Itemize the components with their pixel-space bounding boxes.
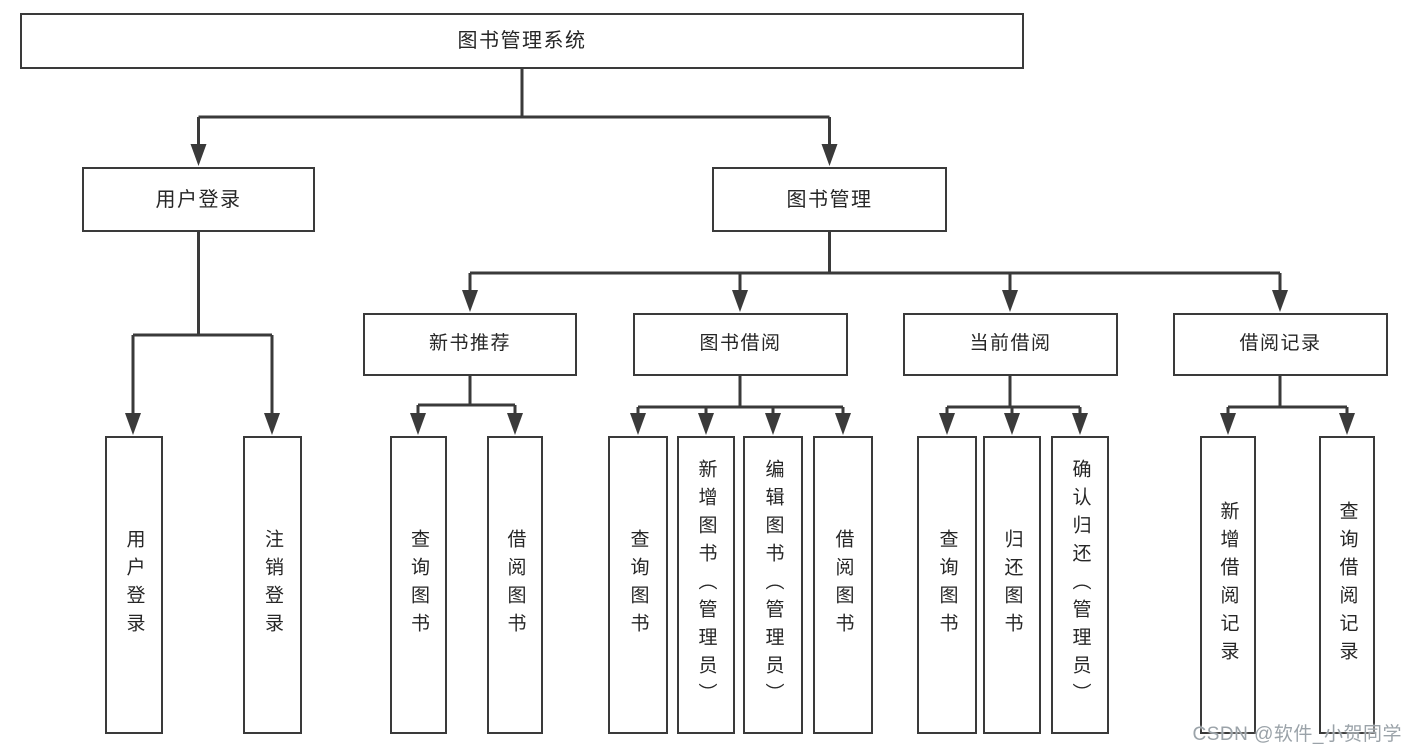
leaf-cb-query-books-label: 查询图书	[936, 529, 958, 641]
leaf-bb-edit-books-admin: 编辑图书（管理员）	[743, 436, 803, 734]
leaf-nbr-borrow-books: 借阅图书	[487, 436, 543, 734]
leaf-br-query-record-label: 查询借阅记录	[1336, 501, 1358, 669]
leaf-logout-login-label: 注销登录	[262, 529, 283, 641]
leaf-cb-return-books-label: 归还图书	[1001, 529, 1023, 641]
leaf-nbr-borrow-books-label: 借阅图书	[504, 529, 526, 641]
leaf-bb-edit-books-admin-label: 编辑图书（管理员）	[762, 459, 784, 711]
leaf-br-add-record: 新增借阅记录	[1200, 436, 1256, 734]
node-borrow-records-label: 借阅记录	[1239, 333, 1322, 355]
node-book-borrow: 图书借阅	[633, 313, 848, 376]
leaf-bb-borrow-books: 借阅图书	[813, 436, 873, 734]
node-root: 图书管理系统	[20, 13, 1024, 69]
leaf-logout-login: 注销登录	[243, 436, 302, 734]
leaf-nbr-query-books: 查询图书	[390, 436, 447, 734]
node-current-borrow-label: 当前借阅	[969, 333, 1052, 355]
leaf-cb-return-books: 归还图书	[983, 436, 1041, 734]
node-book-management-label: 图书管理	[786, 188, 873, 211]
leaf-bb-query-books: 查询图书	[608, 436, 668, 734]
node-user-login: 用户登录	[82, 167, 315, 232]
node-current-borrow: 当前借阅	[903, 313, 1118, 376]
leaf-cb-confirm-return-admin: 确认归还（管理员）	[1051, 436, 1109, 734]
leaf-br-query-record: 查询借阅记录	[1319, 436, 1375, 734]
node-borrow-records: 借阅记录	[1173, 313, 1388, 376]
node-new-book-recommend-label: 新书推荐	[428, 333, 511, 355]
watermark: CSDN @软件_小贺同学	[1192, 724, 1402, 745]
leaf-nbr-query-books-label: 查询图书	[408, 529, 429, 641]
leaf-br-add-record-label: 新增借阅记录	[1217, 501, 1239, 669]
leaf-bb-query-books-label: 查询图书	[627, 529, 649, 641]
node-new-book-recommend: 新书推荐	[363, 313, 577, 376]
node-user-login-label: 用户登录	[155, 188, 242, 211]
leaf-bb-borrow-books-label: 借阅图书	[832, 529, 854, 641]
leaf-user-login: 用户登录	[105, 436, 163, 734]
leaf-cb-query-books: 查询图书	[917, 436, 977, 734]
node-book-borrow-label: 图书借阅	[699, 333, 782, 355]
node-root-label: 图书管理系统	[457, 30, 587, 52]
leaf-user-login-label: 用户登录	[123, 529, 145, 641]
node-book-management: 图书管理	[712, 167, 947, 232]
leaf-cb-confirm-return-admin-label: 确认归还（管理员）	[1069, 459, 1091, 711]
leaf-bb-add-books-admin: 新增图书（管理员）	[677, 436, 735, 734]
leaf-bb-add-books-admin-label: 新增图书（管理员）	[695, 459, 717, 711]
